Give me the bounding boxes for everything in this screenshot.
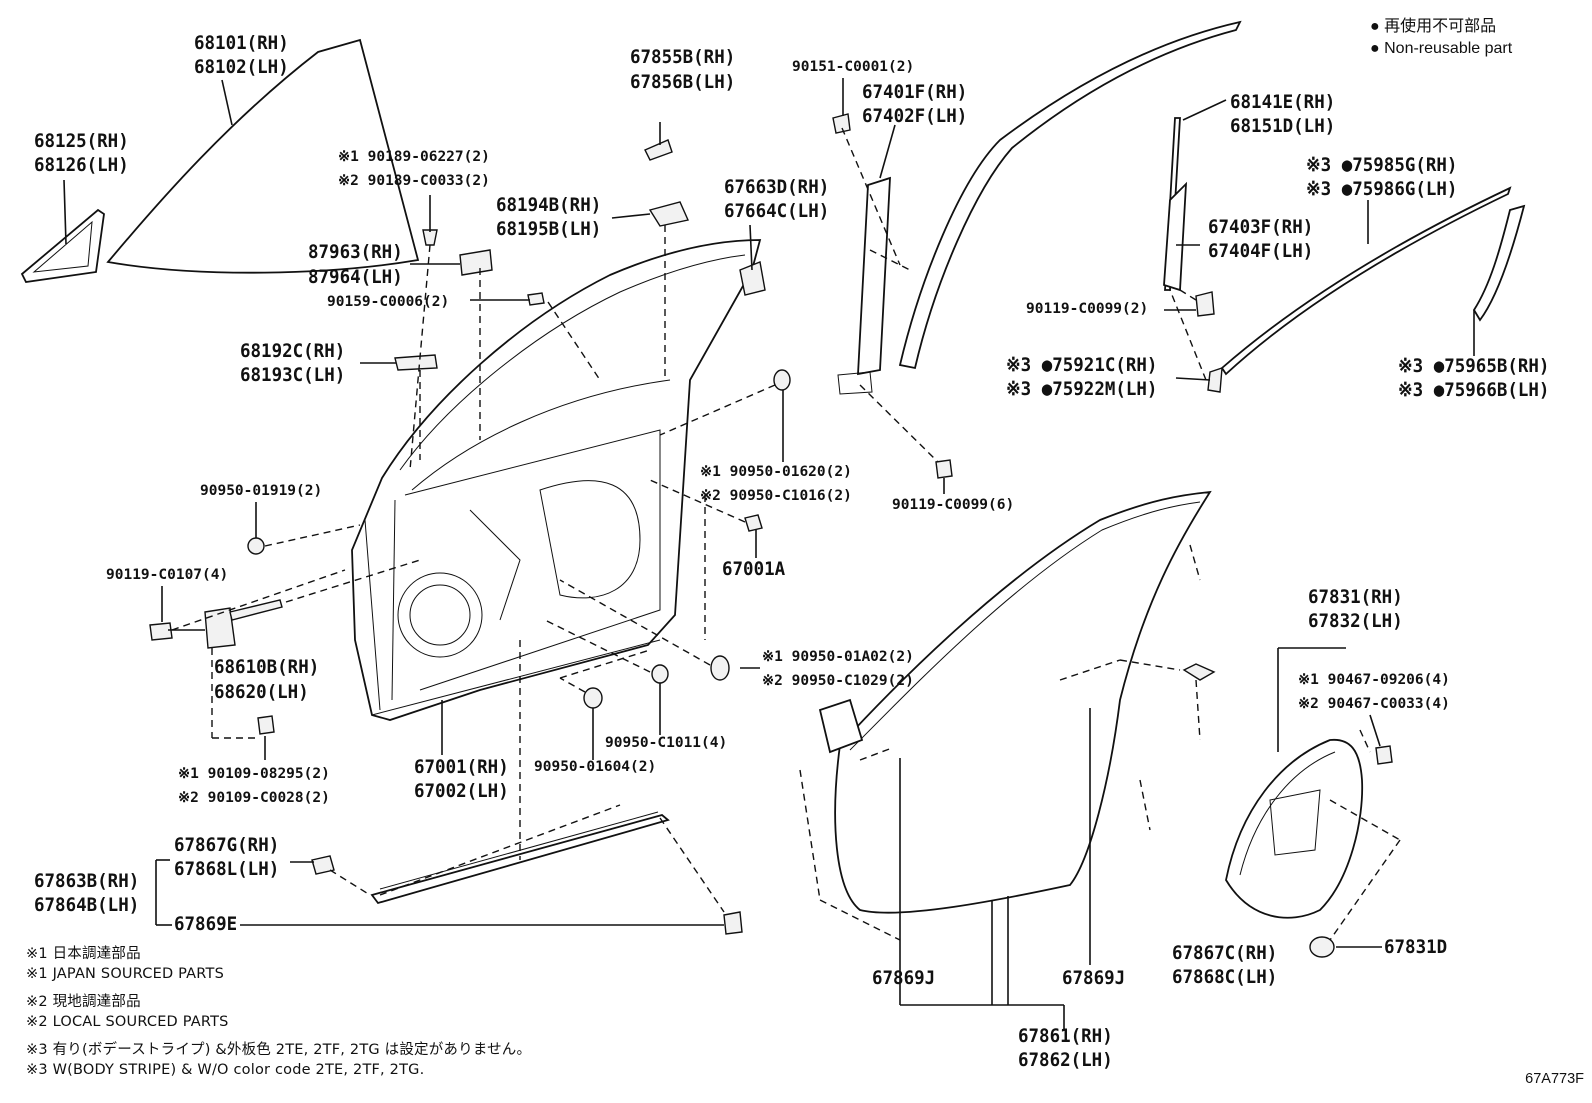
part-label-90189-a[interactable]: ※1 90189-06227(2) [338, 149, 490, 165]
part-label-68126[interactable]: 68126(LH) [34, 154, 129, 176]
legend-item-en: ● Non-reusable part [1370, 40, 1512, 58]
corner-glass-drawing [20, 208, 105, 283]
part-label-67869j-right[interactable]: 67869J [1062, 967, 1126, 989]
part-label-67403[interactable]: 67403F(RH) [1208, 216, 1314, 238]
part-label-68125[interactable]: 68125(RH) [34, 130, 129, 152]
part-label-67002[interactable]: 67002(LH) [414, 780, 509, 802]
part-label-75965[interactable]: ※3 ●75965B(RH) [1398, 355, 1550, 377]
part-label-68141[interactable]: 68141E(RH) [1230, 91, 1336, 113]
part-label-75986[interactable]: ※3 ●75986G(LH) [1306, 178, 1458, 200]
part-label-67001a[interactable]: 67001A [722, 558, 786, 580]
part-label-90119-c0099-6[interactable]: 90119-C0099(6) [892, 497, 1015, 513]
part-label-67664[interactable]: 67664C(LH) [724, 200, 830, 222]
part-label-67856[interactable]: 67856B(LH) [630, 71, 736, 93]
part-label-90950-01a02[interactable]: ※1 90950-01A02(2) [762, 649, 914, 665]
door-glass-drawing [106, 38, 420, 274]
part-label-67867g[interactable]: 67867G(RH) [174, 834, 280, 856]
part-label-67864[interactable]: 67864B(LH) [34, 894, 140, 916]
part-label-90109-c0028[interactable]: ※2 90109-C0028(2) [178, 790, 330, 806]
part-label-90950-01604[interactable]: 90950-01604(2) [534, 759, 657, 775]
part-label-75985[interactable]: ※3 ●75985G(RH) [1306, 154, 1458, 176]
part-label-67401[interactable]: 67401F(RH) [862, 81, 968, 103]
part-label-67831[interactable]: 67831(RH) [1308, 586, 1403, 608]
part-label-90950-01620[interactable]: ※1 90950-01620(2) [700, 464, 852, 480]
window-frame-drawing [837, 20, 1526, 395]
dashed-lines [171, 127, 1401, 941]
part-label-68620[interactable]: 68620(LH) [214, 681, 309, 703]
footnote-3-en: ※3 W(BODY STRIPE) & W/O color code 2TE, … [26, 1062, 425, 1078]
part-label-68195[interactable]: 68195B(LH) [496, 218, 602, 240]
part-label-67869e[interactable]: 67869E [174, 913, 238, 935]
part-label-67855[interactable]: 67855B(RH) [630, 46, 736, 68]
legend-text-jp: 再使用不可部品 [1384, 18, 1497, 35]
part-label-67402[interactable]: 67402F(LH) [862, 105, 968, 127]
part-label-67404[interactable]: 67404F(LH) [1208, 240, 1314, 262]
part-label-75921[interactable]: ※3 ●75921C(RH) [1006, 354, 1158, 376]
legend-item-jp: ● 再使用不可部品 [1370, 12, 1496, 36]
part-label-90467-c0033[interactable]: ※2 90467-C0033(4) [1298, 696, 1450, 712]
part-label-90109-08295[interactable]: ※1 90109-08295(2) [178, 766, 330, 782]
part-label-67831d[interactable]: 67831D [1384, 936, 1448, 958]
part-label-68151[interactable]: 68151D(LH) [1230, 115, 1336, 137]
service-cover-drawing [1225, 738, 1364, 919]
part-label-68193[interactable]: 68193C(LH) [240, 364, 346, 386]
small-parts-drawing [149, 113, 1393, 958]
part-label-68192[interactable]: 68192C(RH) [240, 340, 346, 362]
part-label-90467-09206[interactable]: ※1 90467-09206(4) [1298, 672, 1450, 688]
part-label-68102[interactable]: 68102(LH) [194, 56, 289, 78]
part-label-67868c[interactable]: 67868C(LH) [1172, 966, 1278, 988]
part-label-87963[interactable]: 87963(RH) [308, 241, 403, 263]
footnote-1-jp: ※1 日本調達部品 [26, 946, 141, 962]
part-label-68194[interactable]: 68194B(RH) [496, 194, 602, 216]
part-label-90950-c1011[interactable]: 90950-C1011(4) [605, 735, 728, 751]
footnote-2-en: ※2 LOCAL SOURCED PARTS [26, 1014, 229, 1030]
part-label-90950-c1029[interactable]: ※2 90950-C1029(2) [762, 673, 914, 689]
part-label-90950-01919[interactable]: 90950-01919(2) [200, 483, 323, 499]
part-label-68610[interactable]: 68610B(RH) [214, 656, 320, 678]
part-label-90119-c0107[interactable]: 90119-C0107(4) [106, 567, 229, 583]
part-label-90119-c0099-2[interactable]: 90119-C0099(2) [1026, 301, 1149, 317]
part-label-67867c[interactable]: 67867C(RH) [1172, 942, 1278, 964]
part-label-90151[interactable]: 90151-C0001(2) [792, 59, 915, 75]
part-label-75966[interactable]: ※3 ●75966B(LH) [1398, 379, 1550, 401]
door-panel-drawing [351, 239, 762, 721]
footnote-1-en: ※1 JAPAN SOURCED PARTS [26, 966, 224, 982]
part-label-67863[interactable]: 67863B(RH) [34, 870, 140, 892]
legend-text-en: Non-reusable part [1384, 40, 1513, 57]
diagram-code: 67A773F [1525, 1071, 1584, 1087]
part-label-67832[interactable]: 67832(LH) [1308, 610, 1403, 632]
part-label-67862[interactable]: 67862(LH) [1018, 1049, 1113, 1071]
part-label-90159[interactable]: 90159-C0006(2) [327, 294, 450, 310]
part-label-68101[interactable]: 68101(RH) [194, 32, 289, 54]
weatherstrip-drawing [818, 490, 1212, 914]
part-label-67869j-left[interactable]: 67869J [872, 967, 936, 989]
legend-bullet: ● [1370, 40, 1380, 57]
part-label-67663[interactable]: 67663D(RH) [724, 176, 830, 198]
part-label-75922[interactable]: ※3 ●75922M(LH) [1006, 378, 1158, 400]
part-label-67868l[interactable]: 67868L(LH) [174, 858, 280, 880]
footnote-3-jp: ※3 有り(ボデーストライプ) &外板色 2TE, 2TF, 2TG は設定があ… [26, 1042, 532, 1058]
part-label-90950-c1016[interactable]: ※2 90950-C1016(2) [700, 488, 852, 504]
part-label-67861[interactable]: 67861(RH) [1018, 1025, 1113, 1047]
part-label-90189-b[interactable]: ※2 90189-C0033(2) [338, 173, 490, 189]
legend-bullet: ● [1370, 18, 1380, 35]
part-label-67001[interactable]: 67001(RH) [414, 756, 509, 778]
part-label-87964[interactable]: 87964(LH) [308, 266, 403, 288]
footnote-2-jp: ※2 現地調達部品 [26, 994, 141, 1010]
leader-lines [155, 78, 1475, 1030]
